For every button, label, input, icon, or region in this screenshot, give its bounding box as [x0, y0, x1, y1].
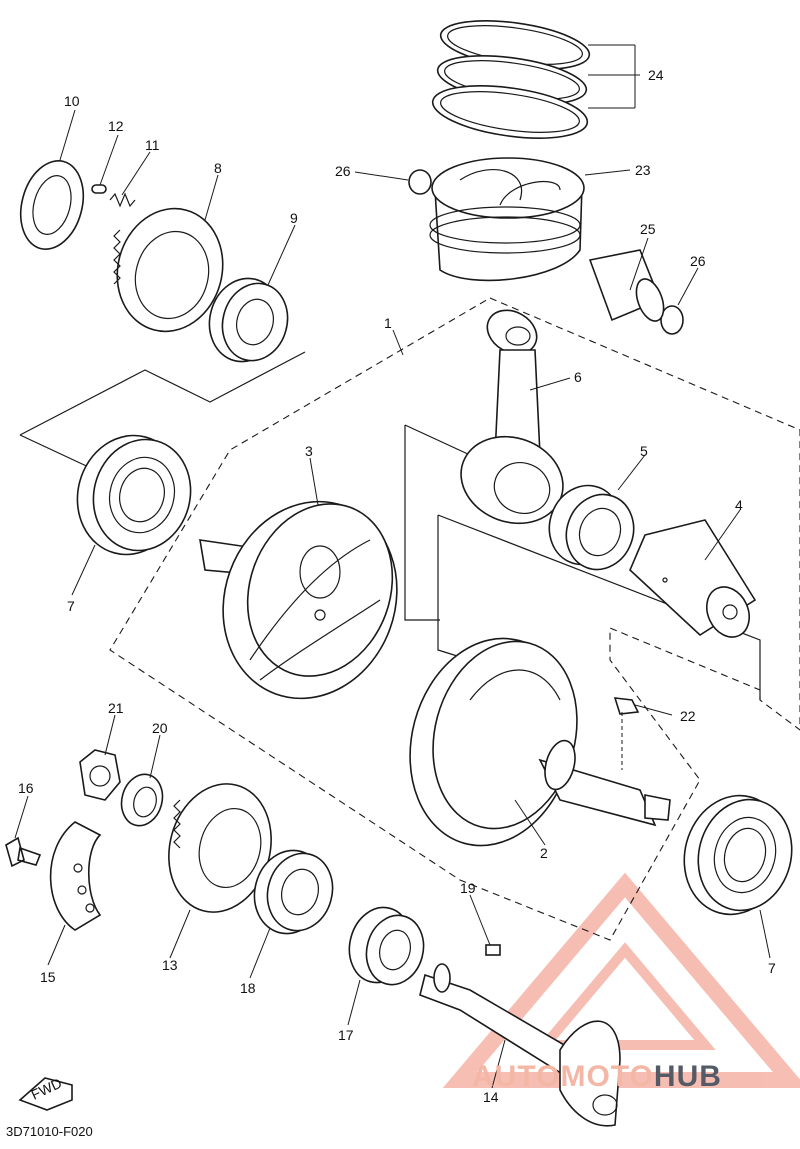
callout-16: 16 [18, 780, 34, 796]
callout-14: 14 [483, 1089, 499, 1105]
diagram-code: 3D71010-F020 [6, 1124, 93, 1139]
compression-spring [109, 192, 136, 208]
crank-pin [629, 519, 757, 638]
balancer-plate [19, 160, 85, 250]
dowel-pin [91, 184, 107, 194]
crank-assembly-outline [109, 297, 800, 941]
leader-bracket-mid [404, 424, 471, 621]
leader-lines [14, 44, 771, 1089]
leader-bracket-left [19, 351, 306, 471]
callout-3: 3 [305, 443, 313, 459]
callout-15: 15 [40, 969, 56, 985]
bearing-small [208, 277, 289, 363]
piston [429, 157, 585, 282]
balancer-weight [49, 821, 102, 931]
callout-11: 11 [145, 137, 160, 153]
callout-8: 8 [214, 160, 222, 176]
balancer-bearing [253, 849, 334, 935]
main-bearing-left [76, 434, 192, 556]
woodruff-key [613, 697, 640, 715]
callout-12: 12 [108, 118, 124, 134]
watermark-logo [442, 872, 800, 1088]
callout-24: 24 [648, 67, 664, 83]
straight-key [485, 944, 501, 956]
callout-labels: 10 12 11 8 9 24 26 23 25 26 1 6 5 4 3 7 … [18, 67, 776, 1105]
callout-5: 5 [640, 443, 648, 459]
callout-10: 10 [64, 93, 80, 109]
crank-web-left [199, 500, 398, 700]
callout-1: 1 [384, 315, 392, 331]
callout-7-right: 7 [768, 960, 776, 976]
callout-25: 25 [640, 221, 656, 237]
watermark-brand-part1: AUTOMOTO [472, 1060, 654, 1093]
callout-18: 18 [240, 980, 256, 996]
callout-7-left: 7 [67, 598, 75, 614]
callout-26-top: 26 [335, 163, 351, 179]
main-bearing-right [683, 794, 793, 916]
piston-pin [588, 249, 665, 322]
callout-17: 17 [338, 1027, 354, 1043]
crank-web-right [409, 637, 671, 847]
piston-rings [431, 20, 591, 139]
bolt [5, 836, 42, 868]
balancer-driven-gear [168, 783, 272, 913]
balancer-shaft [419, 963, 621, 1127]
callout-26-right: 26 [690, 253, 706, 269]
callout-23: 23 [635, 162, 651, 178]
callout-6: 6 [574, 369, 582, 385]
callout-20: 20 [152, 720, 168, 736]
callout-13: 13 [162, 957, 178, 973]
callout-19: 19 [460, 880, 476, 896]
needle-bearing-small [348, 906, 425, 986]
circlip-right [660, 305, 684, 335]
callout-21: 21 [108, 700, 124, 716]
callout-2: 2 [540, 845, 548, 861]
watermark-text: AUTOMOTOHUB [472, 1060, 722, 1094]
connecting-rod [460, 309, 564, 525]
hex-nut [79, 749, 121, 801]
callout-9: 9 [290, 210, 298, 226]
lock-washer [120, 773, 164, 827]
fwd-arrow-icon [18, 1077, 73, 1111]
circlip-top [408, 169, 432, 195]
callout-22: 22 [680, 708, 696, 724]
balancer-drive-gear [113, 207, 224, 333]
needle-bearing [548, 484, 635, 571]
callout-4: 4 [735, 497, 743, 513]
watermark-brand-part2: HUB [653, 1060, 722, 1093]
